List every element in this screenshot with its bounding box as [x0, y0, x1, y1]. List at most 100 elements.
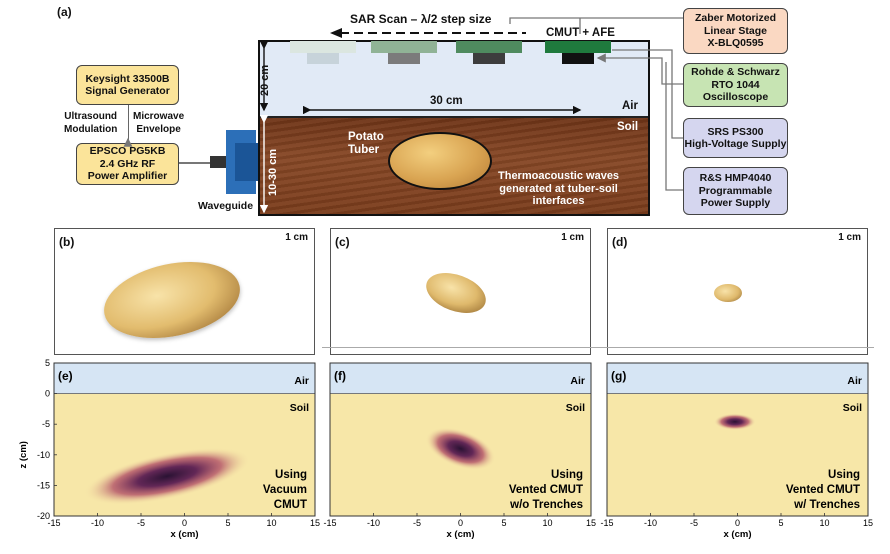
x-tick-label: -5 — [137, 518, 145, 528]
x-tick-label: 15 — [586, 518, 596, 528]
potato-tuber-label: Potato Tuber — [348, 131, 384, 156]
air-label: Air — [570, 375, 585, 387]
air-region — [330, 363, 591, 394]
x-axis-label: x (cm) — [724, 529, 752, 540]
x-axis-label: x (cm) — [171, 529, 199, 540]
ultrasound-modulation-label: Ultrasound Modulation — [64, 111, 118, 135]
y-axis-label: z (cm) — [18, 441, 29, 468]
x-tick-label: 0 — [458, 518, 463, 528]
waveguide-label: Waveguide — [198, 200, 254, 212]
potato-photo-medium — [420, 265, 492, 321]
x-tick-label: 5 — [225, 518, 230, 528]
x-tick-label: -10 — [91, 518, 104, 528]
sar-scan-arrow — [330, 28, 526, 38]
x-axis-label: x (cm) — [447, 529, 475, 540]
thermoacoustic-label: Thermoacoustic waves generated at tuber-… — [498, 170, 620, 207]
cmut-sensor — [545, 41, 611, 53]
plot-caption: Using — [275, 469, 307, 481]
x-tick-label: -5 — [690, 518, 698, 528]
separator-line — [322, 347, 874, 348]
signal-generator-box: Keysight 33500B Signal Generator — [76, 65, 179, 105]
plot-caption: Vented CMUT — [786, 484, 860, 496]
cmut-afe — [562, 53, 594, 64]
scale-bar-b: 1 cm — [285, 232, 308, 243]
plot-label: (e) — [58, 369, 73, 383]
y-tick-label: -15 — [37, 480, 50, 490]
soil-label: Soil — [566, 402, 585, 414]
y-tick-label: -20 — [37, 511, 50, 521]
photo-panel-c: (c) 1 cm — [330, 228, 591, 355]
plot-caption: w/o Trenches — [509, 499, 583, 511]
x-tick-label: 10 — [542, 518, 552, 528]
scale-bar-c: 1 cm — [561, 232, 584, 243]
target-blob — [83, 447, 251, 505]
plot-caption: Using — [551, 469, 583, 481]
x-tick-label: -10 — [367, 518, 380, 528]
amp-to-waveguide-line — [179, 162, 210, 164]
tank-soil-label: Soil — [617, 121, 639, 133]
sar-scan-label: SAR Scan – λ/2 step size — [350, 12, 492, 26]
x-tick-label: 0 — [735, 518, 740, 528]
oscilloscope-box: Rohde & Schwarz RTO 1044 Oscilloscope — [683, 63, 788, 107]
x-tick-label: 5 — [778, 518, 783, 528]
soil-region — [607, 393, 868, 516]
photo-panel-d: (d) 1 cm — [607, 228, 868, 355]
sensor-position-1 — [290, 41, 356, 53]
sensor-position-3-afe — [473, 53, 505, 64]
photo-label-c: (c) — [335, 235, 350, 249]
soil-label: Soil — [843, 402, 862, 414]
air-label: Air — [847, 375, 862, 387]
air-region — [54, 363, 315, 394]
target-blob — [714, 413, 756, 431]
x-tick-label: 0 — [182, 518, 187, 528]
target-blob — [425, 427, 496, 470]
x-tick-label: 15 — [310, 518, 320, 528]
hv-supply-box: SRS PS300 High-Voltage Supply — [683, 118, 788, 158]
zaber-stage-box: Zaber Motorized Linear Stage X-BLQ0595 — [683, 8, 788, 54]
sensor-position-1-afe — [307, 53, 339, 64]
plot-caption: Vacuum — [263, 484, 307, 496]
sensor-position-3 — [456, 41, 522, 53]
microwave-envelope-label: Microwave Envelope — [133, 111, 185, 135]
tank-air-label: Air — [622, 100, 638, 112]
plot-label: (f) — [334, 369, 346, 383]
air-soil-boundary — [260, 116, 648, 118]
air-region — [607, 363, 868, 394]
plot-caption: w/ Trenches — [793, 499, 860, 511]
potato-photo-large — [97, 250, 247, 350]
x-tick-label: 10 — [819, 518, 829, 528]
x-tick-label: 10 — [266, 518, 276, 528]
plot-caption: CMUT — [274, 499, 307, 511]
photo-label-d: (d) — [612, 235, 628, 249]
connection-lines — [123, 17, 683, 191]
cmut-afe-label: CMUT + AFE — [546, 27, 615, 39]
y-tick-label: 0 — [45, 389, 50, 399]
mod-divider — [128, 105, 130, 143]
waveguide-flange — [235, 143, 258, 181]
panel-a-label: (a) — [57, 5, 72, 19]
sensor-position-2 — [371, 41, 437, 53]
dimension-arrows — [259, 41, 582, 214]
y-tick-label: 5 — [45, 358, 50, 368]
dim-30cm-label: 30 cm — [430, 95, 463, 107]
x-tick-label: -10 — [644, 518, 657, 528]
buried-potato — [388, 132, 492, 190]
photo-label-b: (b) — [59, 235, 75, 249]
y-tick-label: -10 — [37, 450, 50, 460]
plot-label: (g) — [611, 369, 626, 383]
y-tick-label: -5 — [42, 419, 50, 429]
sensor-position-2-afe — [388, 53, 420, 64]
plot-area — [330, 363, 591, 516]
plot-caption: Vented CMUT — [509, 484, 583, 496]
x-tick-label: -15 — [47, 518, 60, 528]
soil-label: Soil — [290, 402, 309, 414]
waveguide-connector — [210, 156, 226, 168]
air-label: Air — [294, 375, 309, 387]
x-tick-label: 5 — [501, 518, 506, 528]
scale-bar-d: 1 cm — [838, 232, 861, 243]
x-tick-label: -15 — [323, 518, 336, 528]
plot-caption: Using — [828, 469, 860, 481]
photo-panel-b: (b) 1 cm — [54, 228, 315, 355]
power-amplifier-box: EPSCO PG5KB 2.4 GHz RF Power Amplifier — [76, 143, 179, 185]
